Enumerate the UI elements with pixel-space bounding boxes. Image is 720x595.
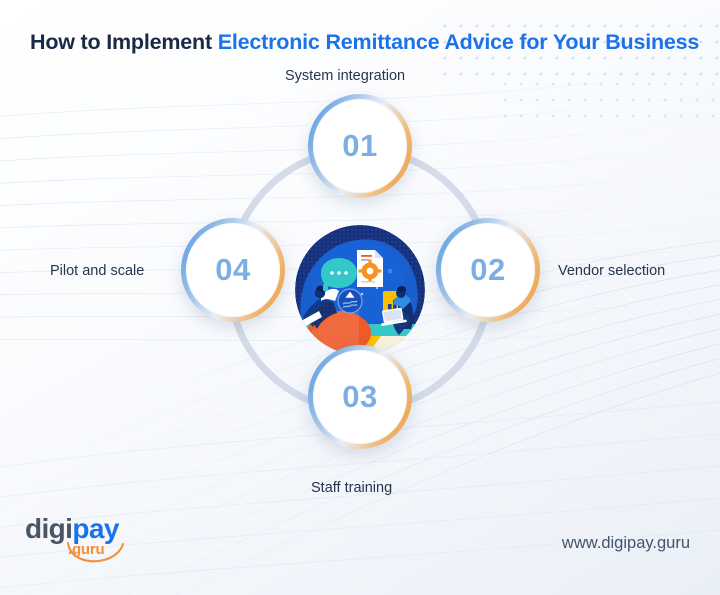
step-number: 02 xyxy=(470,252,506,287)
step-label-system-integration: System integration xyxy=(285,68,406,84)
step-number: 03 xyxy=(342,379,378,414)
step-node-04[interactable]: 04 xyxy=(181,218,285,322)
logo-text-guru: .guru xyxy=(68,541,105,558)
digital-payments-illustration xyxy=(295,225,425,355)
page-title-accent: Electronic Remittance Advice for Your Bu… xyxy=(217,30,700,54)
step-label-vendor-selection: Vendor selection xyxy=(558,263,666,279)
logo-wordmark: digipay xyxy=(25,515,155,543)
digipay-logo[interactable]: digipay .guru xyxy=(25,515,155,573)
step-node-01[interactable]: 01 xyxy=(308,94,412,198)
website-url[interactable]: www.digipay.guru xyxy=(561,534,690,552)
page-title-lead: How to Implement xyxy=(30,30,218,54)
step-node-04-inner: 04 xyxy=(186,223,280,317)
logo-text-pay: pay xyxy=(72,513,119,544)
step-node-03-inner: 03 xyxy=(313,350,407,444)
step-node-02[interactable]: 02 xyxy=(436,218,540,322)
logo-text-digi: digi xyxy=(25,513,73,544)
step-number: 04 xyxy=(215,252,251,287)
step-label-staff-training: Staff training xyxy=(311,480,393,496)
page-title: How to Implement Electronic Remittance A… xyxy=(30,30,706,56)
cycle-diagram: 01 System integration 02 Vendor selectio… xyxy=(0,68,720,516)
step-number: 01 xyxy=(342,128,378,163)
step-node-01-inner: 01 xyxy=(313,99,407,193)
logo-swoosh-icon xyxy=(66,541,125,563)
step-node-02-inner: 02 xyxy=(441,223,535,317)
step-label-pilot-and-scale: Pilot and scale xyxy=(50,263,145,279)
step-node-03[interactable]: 03 xyxy=(308,345,412,449)
